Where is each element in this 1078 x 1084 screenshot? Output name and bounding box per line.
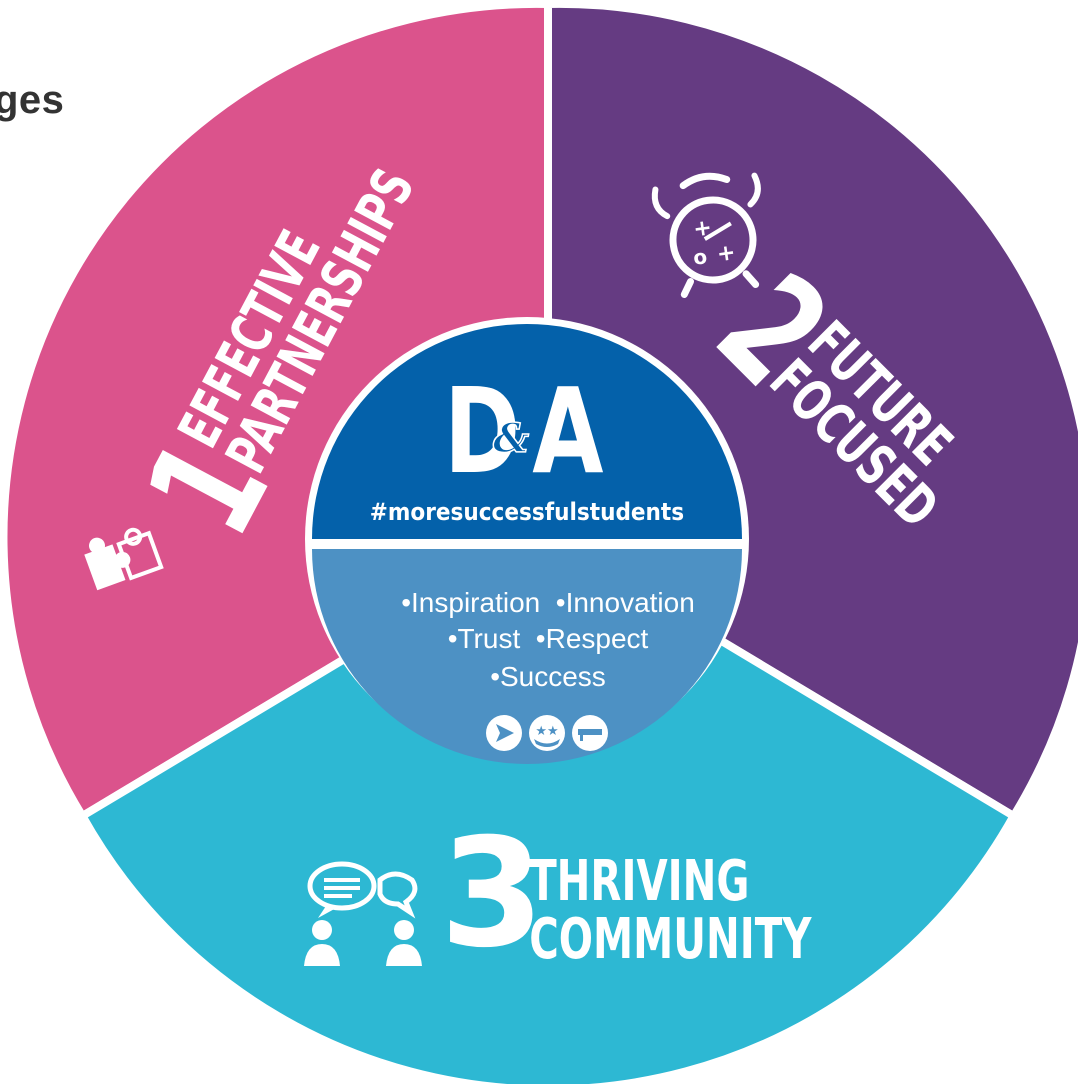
arrow-badge-icon <box>486 715 522 751</box>
hand-stars-badge-icon: ★★ <box>529 715 565 751</box>
alarm-clock-icon: + o + <box>651 172 761 299</box>
graduation-cap-badge-icon <box>572 715 608 751</box>
page-title-fragment: ges <box>0 78 65 122</box>
logo-a: A <box>532 363 603 500</box>
center-bottom-half <box>312 549 742 764</box>
svg-text:+: + <box>715 240 737 267</box>
center-top-half <box>312 324 742 539</box>
segment-3-line1: THRIVING <box>529 848 749 913</box>
svg-text:o: o <box>692 244 709 270</box>
segment-3-line2: COMMUNITY <box>529 906 812 971</box>
svg-text:★★: ★★ <box>535 724 558 739</box>
puzzle-icon <box>84 527 164 591</box>
center-divider <box>312 539 742 549</box>
logo-d: D <box>444 363 520 500</box>
values-line-2: •Trust •Respect <box>448 623 649 654</box>
hashtag: #moresuccessfulstudents <box>370 499 684 526</box>
svg-text:+: + <box>692 215 714 242</box>
values-line-1: •Inspiration •Innovation <box>401 587 695 618</box>
values-line-3: •Success <box>490 661 606 692</box>
logo-ampersand: & <box>493 415 529 462</box>
segment-3-number: 3 <box>440 807 544 981</box>
community-chat-icon <box>304 861 422 966</box>
